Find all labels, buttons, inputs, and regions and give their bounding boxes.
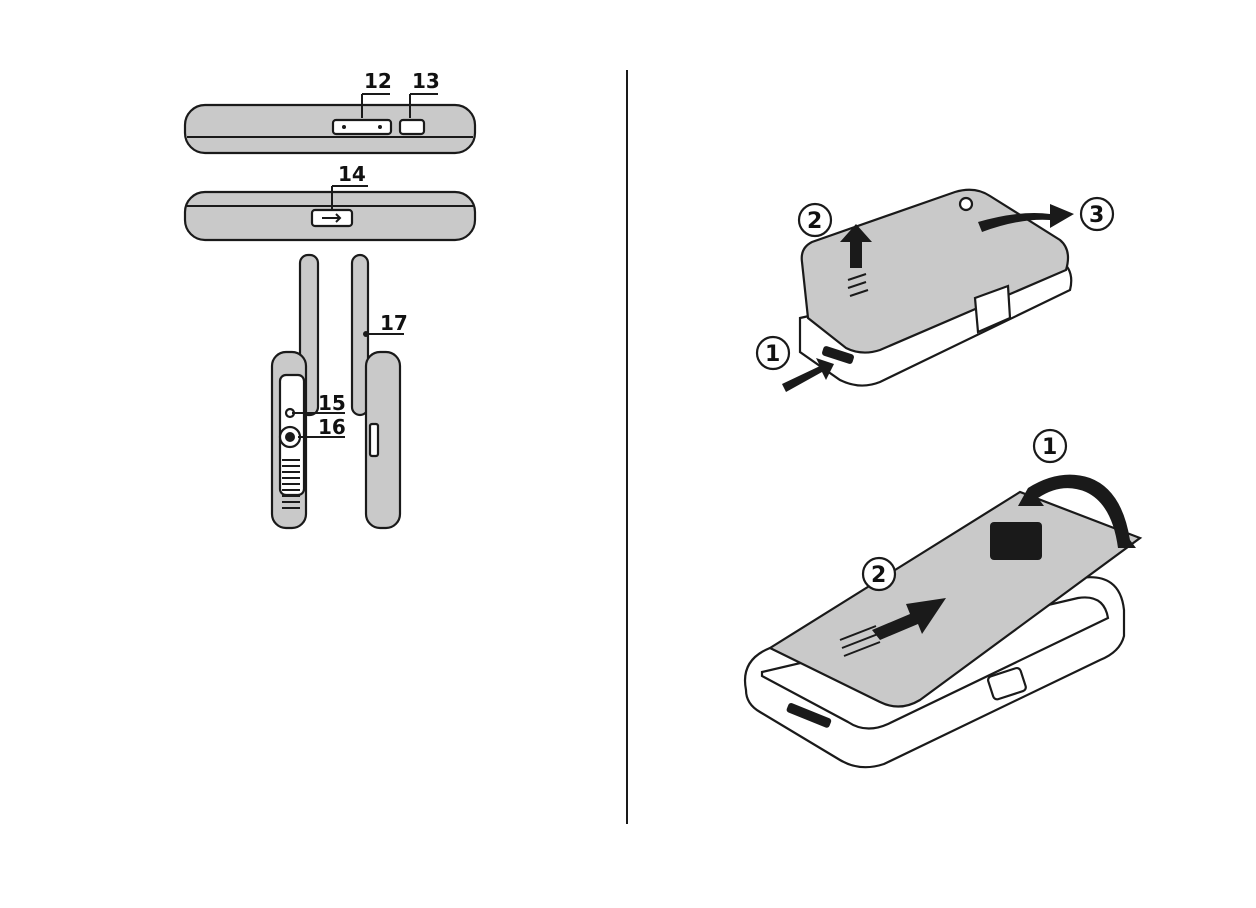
left-side-view: 15 16 [272, 255, 346, 528]
right-side-view: 17 [352, 255, 408, 528]
callout-label-13: 13 [412, 69, 440, 93]
volume-minus-icon [342, 125, 346, 129]
headset-jack-icon [285, 432, 295, 442]
camera-lens-icon [960, 198, 972, 210]
push-arrow-icon [782, 358, 834, 392]
volume-key [333, 120, 391, 134]
battery-removal-illustration: 1 2 [745, 430, 1140, 767]
left-panel-device-sides: 12 13 14 [185, 69, 475, 528]
callout-label-12: 12 [364, 69, 392, 93]
right-panel-back-cover-removal: 1 2 3 1 [745, 190, 1140, 767]
callout-label-14: 14 [338, 162, 366, 186]
lock-switch [400, 120, 424, 134]
callout-label-16: 16 [318, 415, 346, 439]
step-label-battery-2: 2 [871, 563, 886, 588]
volume-plus-icon [378, 125, 382, 129]
step-label-battery-1: 1 [1042, 435, 1057, 460]
bottom-edge-view: 14 [185, 162, 475, 240]
step-label-3: 3 [1089, 203, 1104, 228]
callout-label-17: 17 [380, 311, 408, 335]
camera-key [370, 424, 378, 456]
device-top-edge-body [185, 105, 475, 153]
top-edge-view: 12 13 [185, 69, 475, 153]
callout-label-15: 15 [318, 391, 346, 415]
step-label-2: 2 [807, 209, 822, 234]
step-label-1: 1 [765, 342, 780, 367]
back-cover-removal-illustration: 1 2 3 [757, 190, 1113, 392]
battery-contact-tab [990, 522, 1042, 560]
